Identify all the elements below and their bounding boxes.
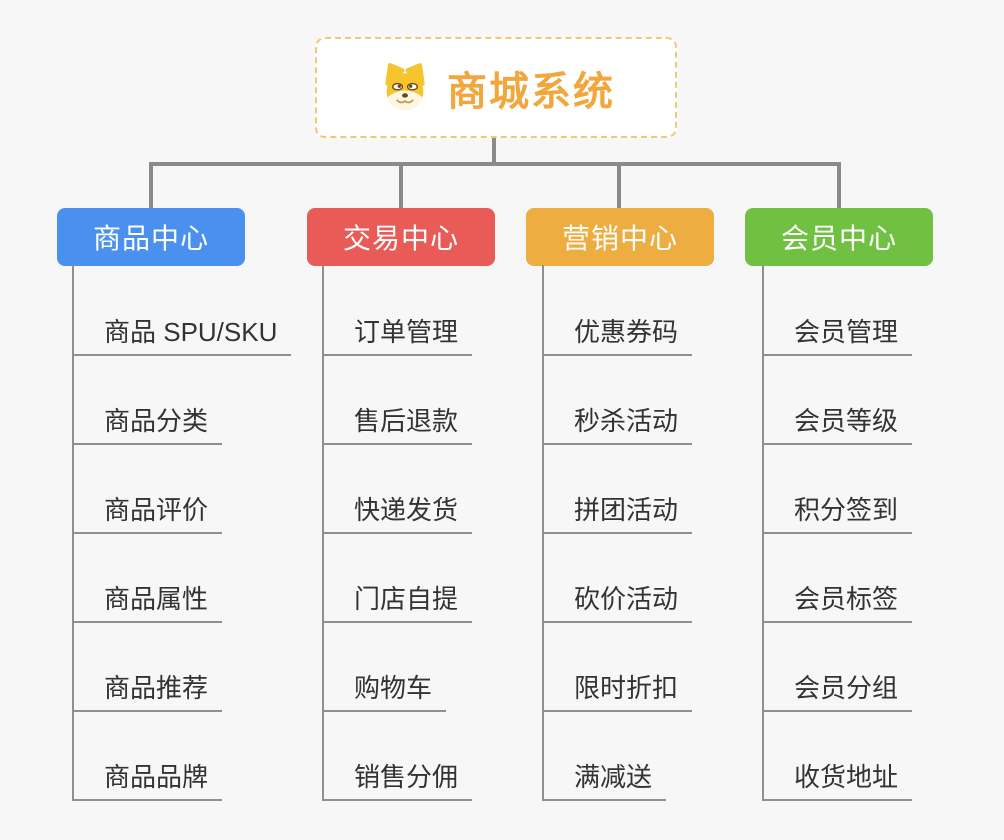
leaf-node[interactable]: 订单管理 — [322, 316, 473, 356]
leaf-node[interactable]: 门店自提 — [322, 583, 473, 623]
leaf-node[interactable]: 积分签到 — [762, 494, 913, 534]
dog-face-icon — [385, 62, 425, 110]
connector-bus — [149, 162, 841, 208]
leaf-node[interactable]: 商品推荐 — [72, 672, 223, 712]
leaf-node[interactable]: 优惠券码 — [542, 316, 693, 356]
leaf-node[interactable]: 销售分佣 — [322, 761, 473, 801]
leaf-node[interactable]: 收货地址 — [762, 761, 913, 801]
leaf-node[interactable]: 快递发货 — [322, 494, 473, 534]
leaf-node[interactable]: 售后退款 — [322, 405, 473, 445]
branch-node-member-center[interactable]: 会员中心 — [745, 208, 933, 266]
leaf-node[interactable]: 商品评价 — [72, 494, 223, 534]
leaf-node[interactable]: 会员分组 — [762, 672, 913, 712]
leaf-node[interactable]: 商品分类 — [72, 405, 223, 445]
branch-node-trade-center[interactable]: 交易中心 — [307, 208, 495, 266]
leaf-node[interactable]: 购物车 — [322, 672, 447, 712]
root-node[interactable]: 商城系统 — [315, 37, 677, 138]
leaf-node[interactable]: 限时折扣 — [542, 672, 693, 712]
leaf-node[interactable]: 会员等级 — [762, 405, 913, 445]
connector-drop-marketing — [617, 166, 621, 208]
leaf-node[interactable]: 拼团活动 — [542, 494, 693, 534]
root-title: 商城系统 — [447, 69, 615, 114]
leaf-node[interactable]: 满减送 — [542, 761, 667, 801]
leaf-node[interactable]: 秒杀活动 — [542, 405, 693, 445]
leaf-node[interactable]: 会员管理 — [762, 316, 913, 356]
leaf-node[interactable]: 商品品牌 — [72, 761, 223, 801]
connector-drop-trade — [399, 166, 403, 208]
leaf-node[interactable]: 商品 SPU/SKU — [72, 316, 292, 356]
leaf-node[interactable]: 商品属性 — [72, 583, 223, 623]
branch-node-product-center[interactable]: 商品中心 — [57, 208, 245, 266]
connector-root-stub — [492, 136, 496, 162]
leaf-node[interactable]: 会员标签 — [762, 583, 913, 623]
leaf-node[interactable]: 砍价活动 — [542, 583, 693, 623]
branch-node-marketing-center[interactable]: 营销中心 — [526, 208, 714, 266]
